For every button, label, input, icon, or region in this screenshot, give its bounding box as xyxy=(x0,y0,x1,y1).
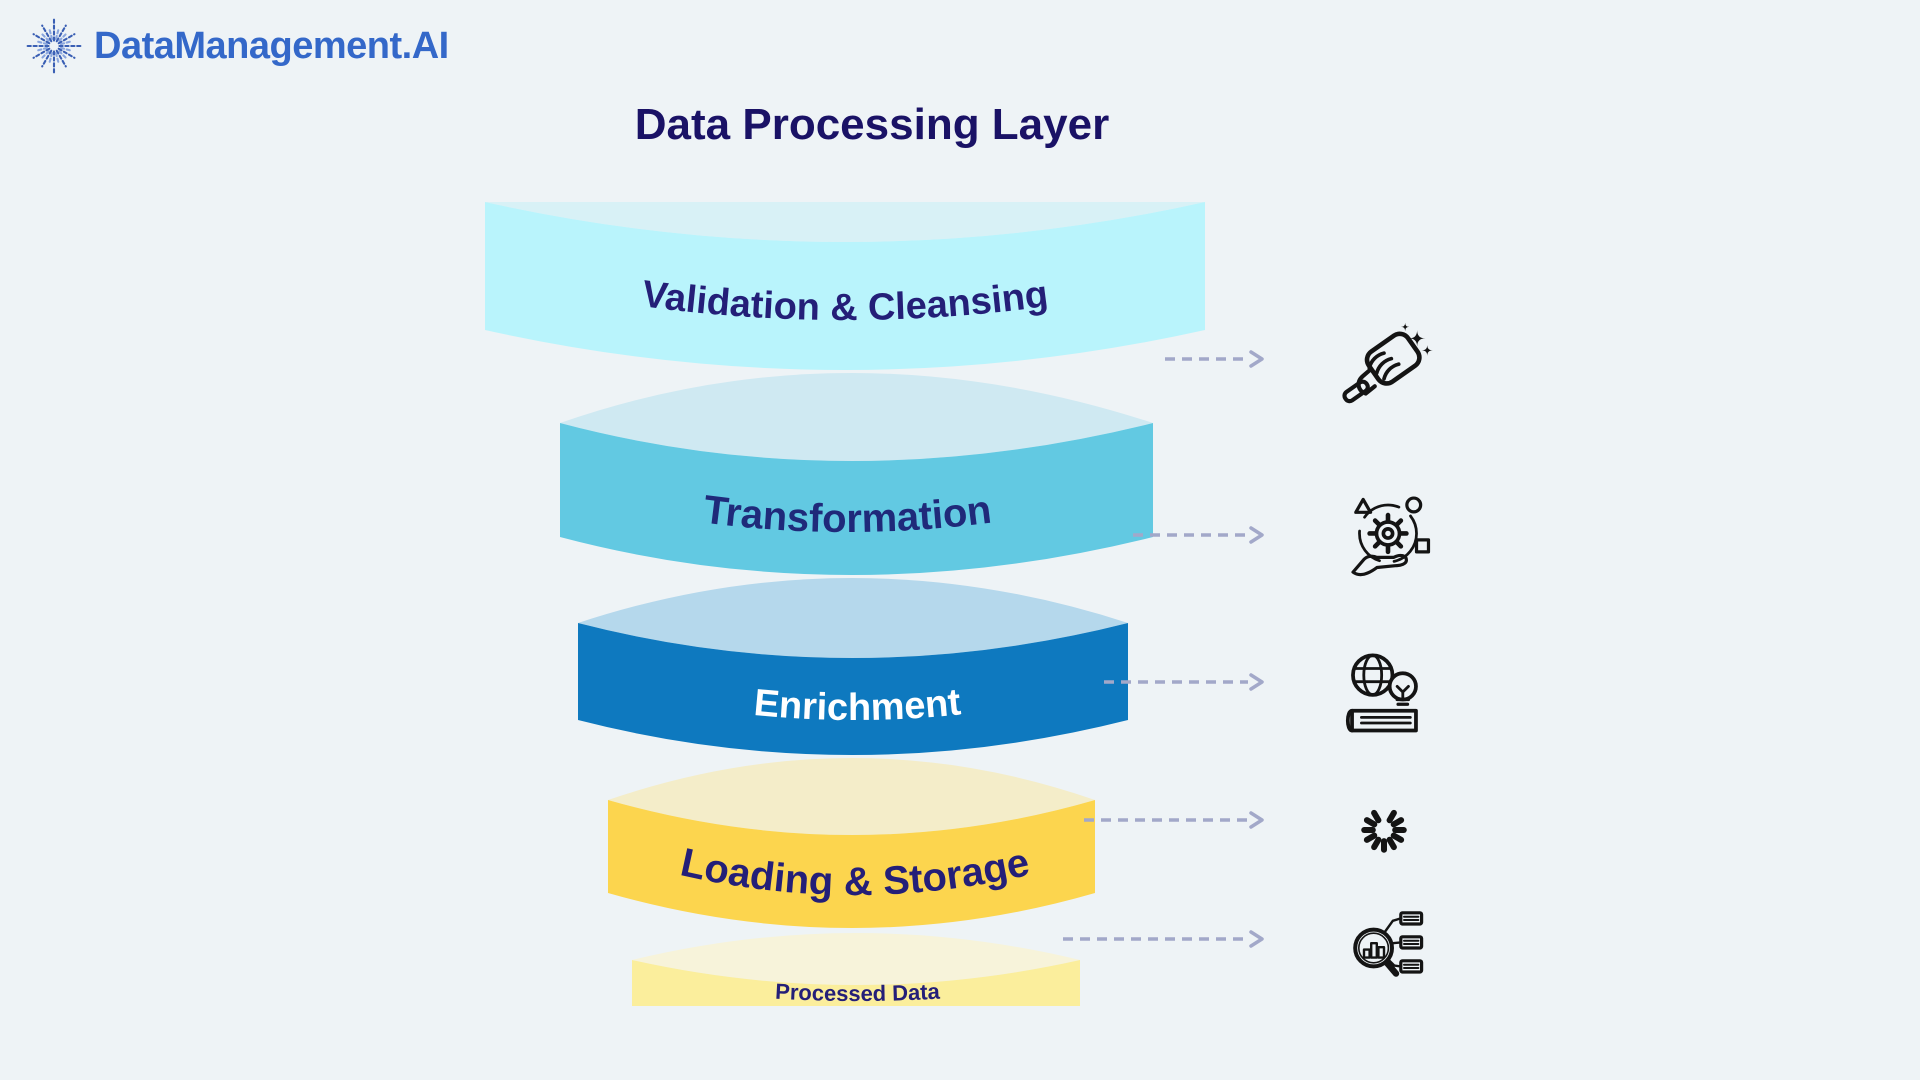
connector-arrow-transformation xyxy=(1133,526,1264,544)
logo-text: DataManagement.AI xyxy=(94,24,449,67)
loading-spinner-icon xyxy=(1361,809,1407,853)
funnel-layer-transformation: Transformation xyxy=(560,373,1153,575)
funnel-layer-enrichment: Enrichment xyxy=(578,578,1128,755)
logo: DataManagement.AI xyxy=(24,14,449,78)
layer-front-face xyxy=(632,960,1080,1006)
connector-arrow-loading xyxy=(1084,811,1264,829)
layer-top-surface xyxy=(560,373,1153,461)
layer-front-face xyxy=(560,423,1153,575)
connector-arrow-enrichment xyxy=(1104,673,1264,691)
funnel-layer-validation-cleansing: Validation & Cleansing xyxy=(485,202,1205,370)
page-title: Data Processing Layer xyxy=(634,100,1110,149)
funnel-layer-processed-data: Processed Data xyxy=(632,933,1080,1006)
transform-gear-hand-icon xyxy=(1351,496,1431,577)
funnel-layer-loading-storage: Loading & Storage xyxy=(608,758,1095,928)
layer-front-face xyxy=(485,202,1205,370)
layer-top-surface xyxy=(632,933,1080,985)
layer-front-face xyxy=(578,623,1128,755)
layer-front-face xyxy=(608,800,1095,928)
layer-top-surface xyxy=(578,578,1128,658)
search-analytics-icon xyxy=(1353,911,1424,977)
starburst-icon xyxy=(24,18,84,74)
connector-arrow-validation xyxy=(1165,350,1264,368)
layer-top-surface xyxy=(608,758,1095,835)
layer-label: Processed Data xyxy=(775,979,941,1006)
cleaning-hand-icon xyxy=(1342,322,1433,404)
layer-label: Enrichment xyxy=(752,681,963,729)
knowledge-globe-bulb-book-icon xyxy=(1345,653,1418,733)
connector-arrow-processed xyxy=(1063,930,1264,948)
